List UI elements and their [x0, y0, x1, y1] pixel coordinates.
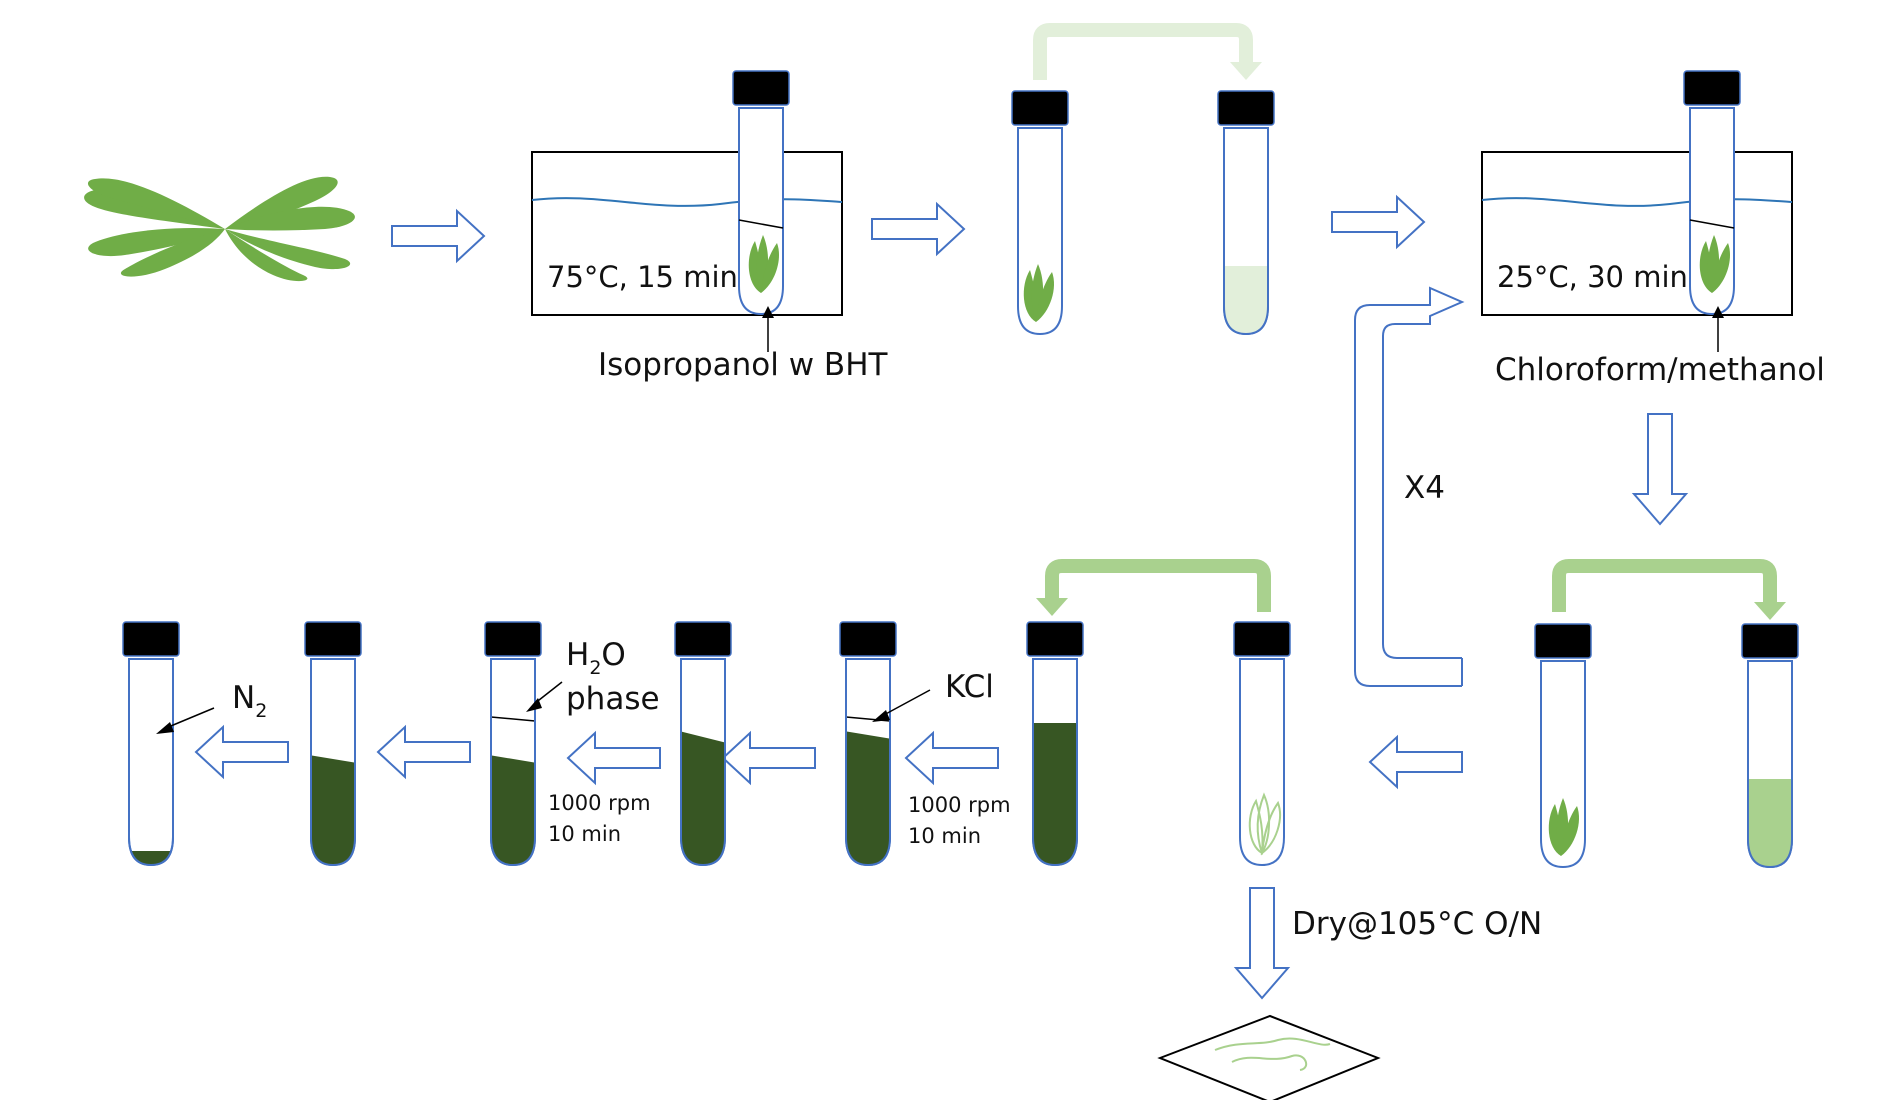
leaf-sample-icon	[84, 176, 355, 282]
bath2-condition-label: 25°C, 30 min	[1497, 260, 1688, 294]
tube-dried-lipids	[122, 621, 180, 867]
kcl-label: KCl	[945, 669, 994, 705]
tube-extract-row1	[1217, 90, 1275, 336]
step-arrow-8	[567, 732, 661, 784]
tube-sample-row1	[1011, 90, 1069, 335]
bath1-solvent-label: Isopropanol w BHT	[598, 347, 889, 383]
step-arrow-4	[1633, 413, 1687, 525]
step-arrow-3	[1331, 196, 1425, 248]
step-arrow-10	[195, 726, 289, 778]
bath1-condition-label: 75°C, 15 min	[547, 260, 738, 294]
transfer-arrow-row2-right	[1552, 559, 1777, 612]
repeat-count-label: X4	[1404, 470, 1445, 506]
step-arrow-7	[722, 732, 816, 784]
shaking-bath-2: 25°C, 30 min	[1481, 70, 1793, 316]
bath2-solvent-label: Chloroform/methanol	[1495, 352, 1825, 388]
spin2-time-label: 10 min	[548, 822, 621, 846]
tube-bath-1	[732, 70, 790, 315]
step-arrow-1	[391, 210, 485, 262]
transfer-arrow-row2-left	[1045, 559, 1271, 612]
tube-lipid-phase	[304, 621, 362, 867]
tube-extract-row2	[1741, 623, 1799, 869]
drying-tray	[1157, 1014, 1381, 1100]
tube-residue-row2	[1534, 623, 1592, 868]
tube-phase-separated	[484, 621, 542, 867]
spin1-time-label: 10 min	[908, 824, 981, 848]
spin2-speed-label: 1000 rpm	[548, 791, 651, 815]
step-arrow-9	[377, 726, 471, 778]
heating-bath-1: 75°C, 15 min	[531, 70, 843, 316]
tube-after-spin1	[674, 621, 732, 867]
tube-kcl-added	[839, 621, 897, 867]
step-arrow-6	[905, 732, 999, 784]
spin1-speed-label: 1000 rpm	[908, 793, 1011, 817]
step-arrow-5	[1369, 736, 1463, 788]
tube-bath-2	[1683, 70, 1741, 315]
tube-washed-residue	[1233, 621, 1291, 866]
transfer-arrow-row1	[1033, 23, 1253, 80]
step-arrow-dry	[1235, 887, 1289, 999]
repeat-loop-arrow	[1354, 286, 1465, 687]
n2-label: N2	[232, 680, 267, 722]
h2o-label: H2O	[566, 637, 626, 679]
step-arrow-2	[871, 203, 965, 255]
phase-label: phase	[566, 681, 660, 717]
dry-step-label: Dry@105°C O/N	[1292, 906, 1542, 942]
tube-pooled-extract	[1026, 621, 1084, 867]
